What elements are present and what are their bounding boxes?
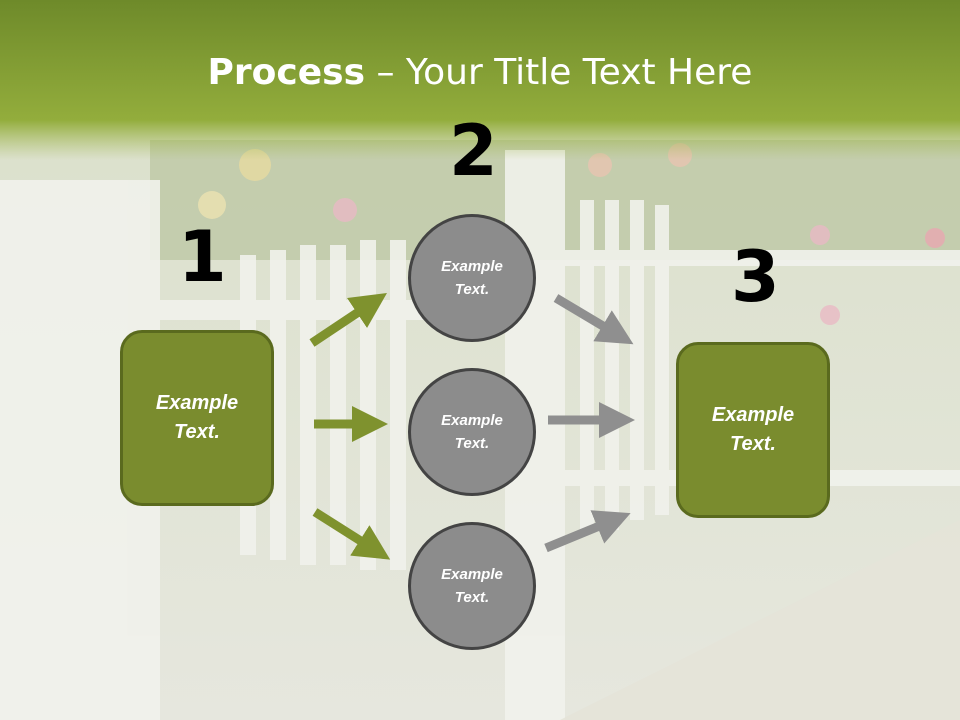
step-3-text-line1: Example: [711, 404, 795, 426]
arrow-1-to-top: [309, 293, 387, 347]
step-number-2: 2: [449, 110, 498, 192]
title-rest: – Your Title Text Here: [365, 52, 753, 93]
circle-middle-line2: Text.: [454, 435, 490, 452]
circle-bottom-line1: Example: [441, 566, 503, 583]
title-bold: Process: [207, 52, 366, 93]
circle-top-line1: Example: [441, 258, 503, 275]
step-1-text-line2: Text.: [174, 421, 220, 443]
slide-title: Process – Your Title Text Here: [0, 52, 960, 93]
circle-bottom-line2: Text.: [454, 589, 490, 606]
arrow-bottom-to-3: [544, 510, 631, 553]
step-number-3: 3: [731, 236, 780, 318]
arrow-1-to-bottom: [312, 508, 391, 560]
circle-middle-line1: Example: [441, 412, 503, 429]
step-3-text-line2: Text.: [730, 433, 776, 455]
step-1-text-line1: Example: [155, 392, 239, 414]
arrow-top-to-3: [553, 294, 634, 345]
step-number-1: 1: [178, 216, 227, 298]
circle-top-line2: Text.: [454, 281, 490, 298]
